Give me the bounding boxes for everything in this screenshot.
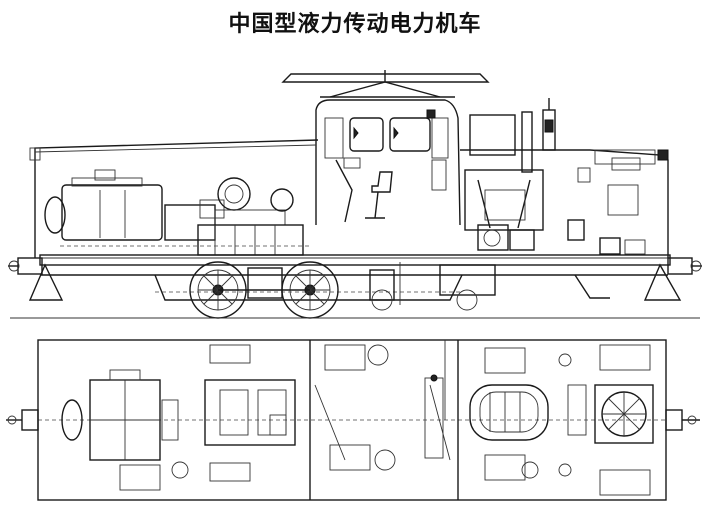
- plan-engine: [119, 344, 296, 491]
- plan-view: [6, 339, 700, 501]
- cab: [315, 99, 461, 226]
- plan-couplers: [6, 409, 700, 431]
- couplers: [8, 257, 702, 301]
- side-elevation: [8, 70, 702, 319]
- diagram-title: 中国型液力传动电力机车: [228, 12, 482, 37]
- plan-rear-equipment: [558, 344, 654, 496]
- plan-transformer: [469, 347, 587, 481]
- plan-generator: [61, 369, 179, 461]
- plan-cab: [324, 344, 444, 471]
- front-bogie: [189, 261, 339, 319]
- rear-bogie: [369, 262, 496, 311]
- underframe: [20, 254, 690, 301]
- long-hood: [29, 139, 319, 258]
- short-hood: [460, 98, 669, 258]
- pantograph: [281, 70, 490, 98]
